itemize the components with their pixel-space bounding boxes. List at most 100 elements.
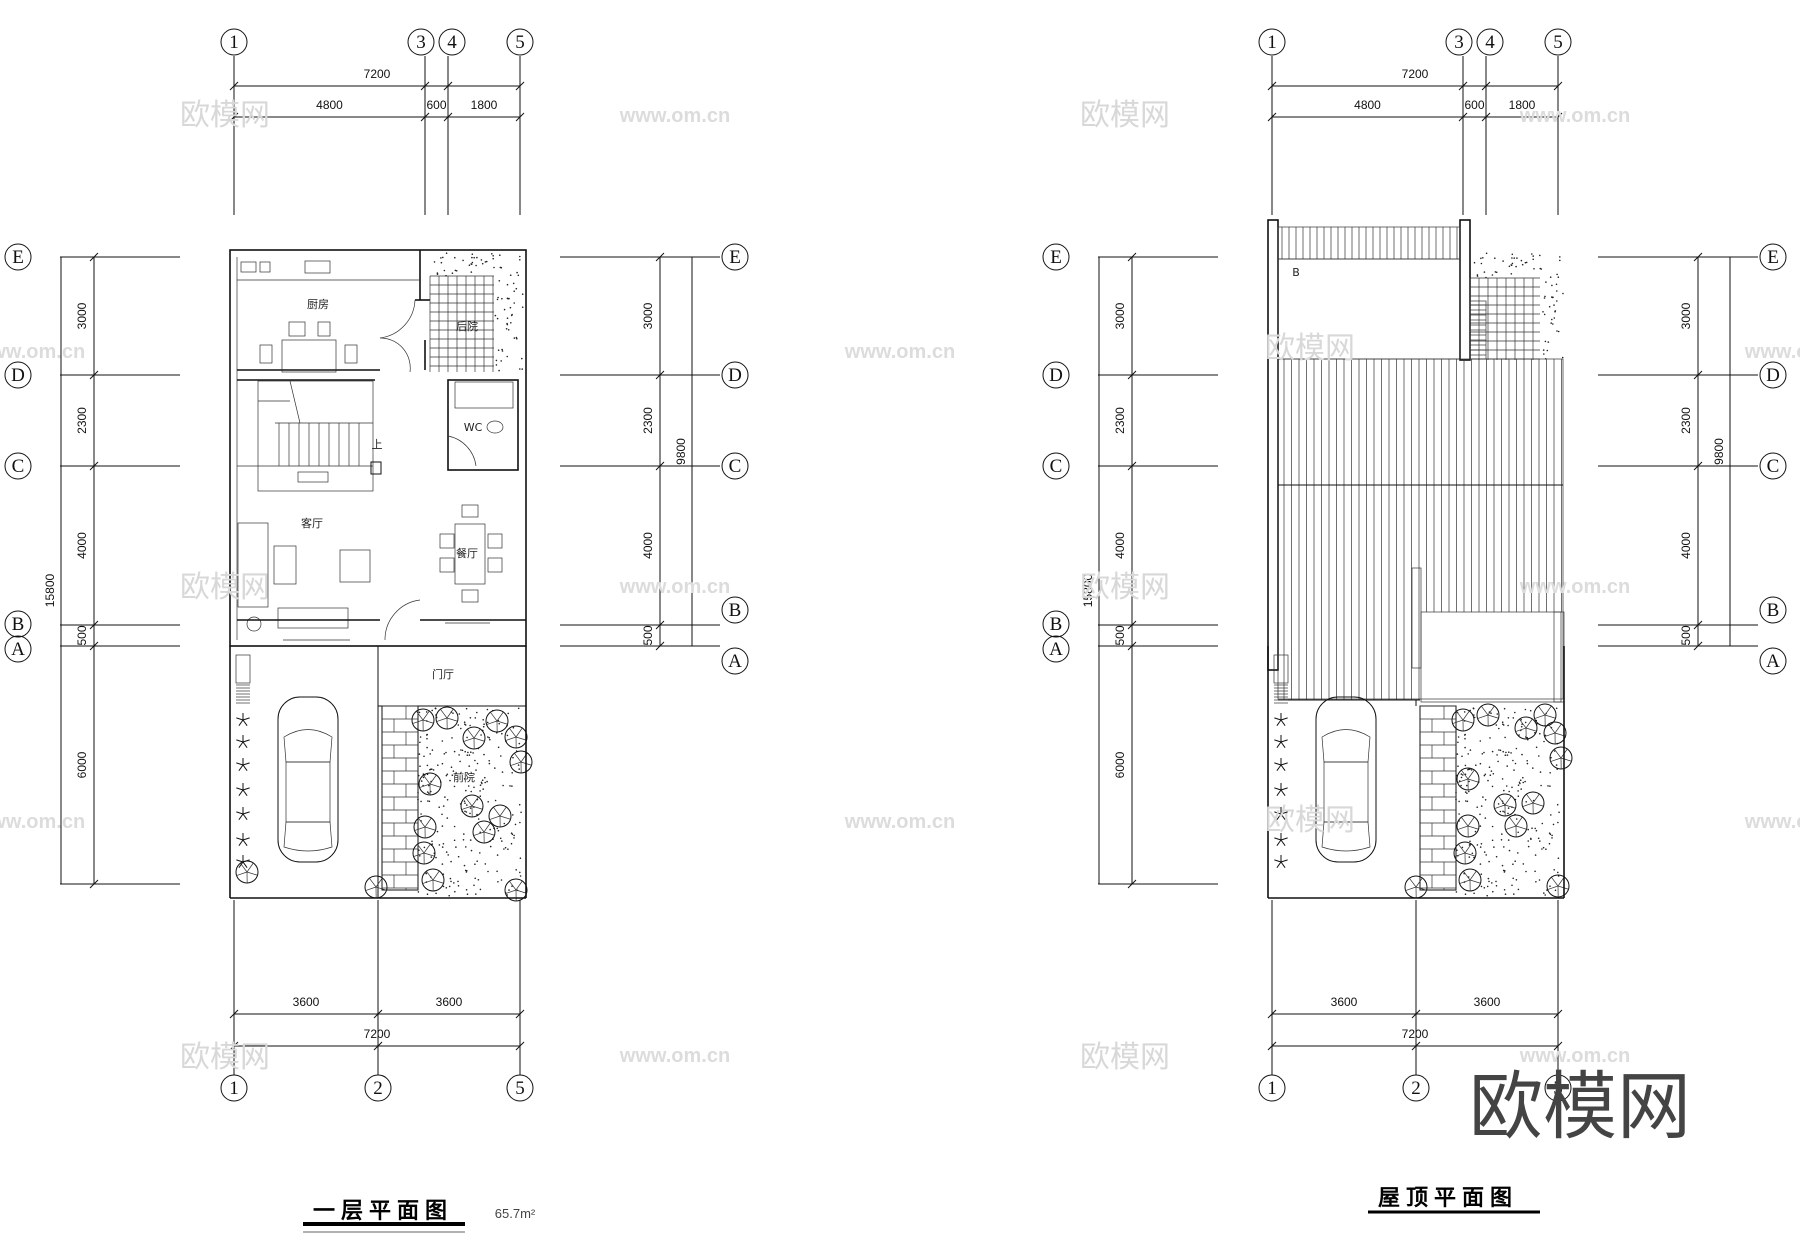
axis-label: D [1766,365,1780,386]
tree-branch [1532,802,1544,807]
gravel-dot [1514,860,1516,862]
tree-branch [486,720,498,725]
gravel-dot [503,308,506,311]
axis-bubble: E [4,243,32,271]
gravel-dot [1474,830,1477,833]
gravel-dot [521,368,523,370]
tree-icon [1458,868,1482,892]
gravel-dot [1487,779,1489,782]
tree-branch [423,843,431,854]
tree-branch [496,720,508,725]
dimension-text: 7200 [1402,1027,1429,1041]
axis-label: D [11,365,25,386]
gravel-dot [449,877,452,880]
gravel-dot [515,869,517,871]
gravel-dot [1554,889,1557,892]
axis-label: A [728,651,742,672]
axis-bubble: A [721,647,749,675]
gravel-dot [469,812,471,815]
gravel-dot [423,846,426,849]
gravel-dot [417,798,419,801]
axis-bubble: 1 [220,28,248,56]
tree-icon [1514,716,1538,740]
gravel-dot [436,273,439,276]
axis-label: 5 [1553,32,1563,53]
gravel-dot [437,764,439,766]
shrub-leaf [238,719,244,726]
gravel-dot [498,722,501,725]
gravel-dot [1513,893,1515,895]
gravel-dot [1520,719,1522,721]
tree-branch [1409,877,1417,888]
gravel-dot [1549,885,1551,887]
gravel-dot [1552,323,1554,325]
tree-branch [467,728,475,739]
watermark-url: www.om.cn [1744,811,1800,833]
gravel-dot [1464,737,1466,740]
tree-branch [1469,879,1481,884]
gravel-dot [519,875,522,877]
gravel-dot [435,892,437,895]
gravel-dot [470,849,473,852]
gravel-dot [479,888,482,891]
axis-circle [4,610,32,638]
axis-circle [220,1074,248,1102]
axis-circle [1042,243,1070,271]
gravel-dot [492,255,495,257]
tree-branch [1415,877,1423,888]
tree-branch [471,796,479,807]
tree-icon [413,815,437,839]
gravel-dot [501,732,503,735]
tree-branch [1525,718,1533,729]
tree-branch [1462,710,1470,721]
gravel-dot [465,789,467,792]
gravel-dot [485,260,488,263]
axis-label: B [1050,614,1063,635]
shrub-leaf [1276,764,1282,771]
tick [1458,81,1468,91]
axis-label: A [11,639,25,660]
gravel-dot [1551,284,1553,287]
shrub-icon [1274,832,1288,846]
tree-branch [446,717,458,722]
gravel-dot [1470,769,1473,771]
gravel-dot [1547,785,1549,787]
gravel-dot [1472,707,1475,710]
gravel-dot [507,297,509,300]
tree-branch [429,774,437,785]
room-label-dining: 餐厅 [456,546,478,560]
tick [1693,252,1703,262]
tree-branch [413,852,425,857]
axis-label: 4 [1485,32,1495,53]
gravel-dot [512,814,514,816]
tree-branch [440,708,448,719]
gravel-dot [500,879,503,881]
gravel-dot [1520,259,1523,262]
dimension-text: 600 [426,98,446,112]
gravel-dot [517,274,520,277]
door-swing [447,435,477,467]
gravel-dot [1557,857,1560,859]
axis-label: 1 [229,32,239,53]
gravel-dot [1481,753,1484,755]
gravel-dot [1497,803,1500,805]
shrub-leaf [242,861,248,868]
shrub-icon [1274,757,1288,771]
gravel-dot [1495,885,1498,887]
dimension-text: 2300 [75,407,89,434]
gravel-dot [511,885,513,887]
shrub-leaf [1274,859,1282,863]
tree-icon [1521,791,1545,815]
gravel-dot [1520,788,1522,790]
gravel-dot [1550,756,1552,759]
gravel-dot [480,259,483,261]
gravel-dot [482,788,485,790]
tree-branch [414,826,426,831]
axis-bubble: 1 [220,1074,248,1102]
gravel-dot [454,773,457,775]
gravel-dot [1483,751,1485,754]
gravel-dot [511,833,514,836]
gravel-dot [1498,749,1500,751]
gravel-dot [426,746,428,749]
